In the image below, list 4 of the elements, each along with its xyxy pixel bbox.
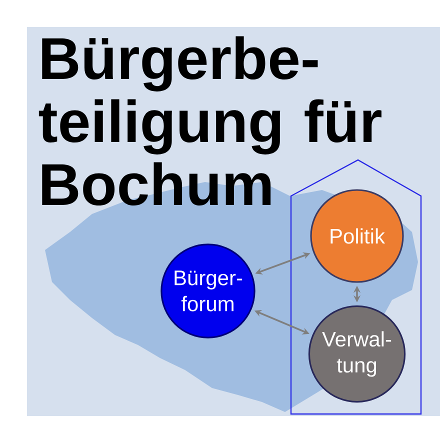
circle-node: Bürger- forum (160, 244, 256, 338)
group-outline (290, 159, 422, 415)
circle-node: Politik (310, 189, 404, 283)
circle-node: Verwal- tung (308, 305, 406, 403)
